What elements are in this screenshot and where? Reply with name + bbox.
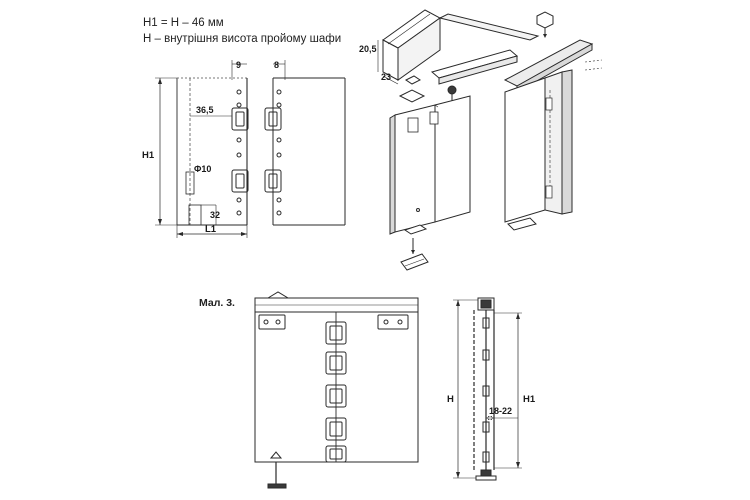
dim-h1-left: H1 — [142, 150, 155, 161]
dim-h1-side: H1 — [523, 394, 536, 405]
folding-door-isometric — [389, 95, 471, 271]
side-section-drawing — [453, 297, 522, 481]
dim-23: 23 — [381, 72, 391, 82]
front-elevation-drawing — [254, 291, 419, 489]
dim-36-5: 36,5 — [196, 105, 214, 115]
dim-32: 32 — [210, 210, 220, 220]
height-definition-note: H – внутрішня висота пройому шафи — [143, 33, 342, 45]
folded-door-assembled — [503, 39, 603, 231]
dim-phi10: Φ10 — [194, 164, 211, 174]
figure-label: Мал. 3. — [199, 297, 235, 309]
dim-l1: L1 — [205, 224, 217, 235]
formula-note: H1 = H – 46 мм — [143, 17, 224, 29]
dim-20-5: 20,5 — [359, 44, 377, 54]
panel-hinge-drawing — [155, 60, 346, 238]
dim-h-side: H — [447, 394, 454, 405]
track-rail — [430, 13, 540, 85]
ceiling-bracket — [536, 11, 554, 38]
dim-8: 8 — [274, 60, 279, 70]
dim-9: 9 — [236, 60, 241, 70]
top-pivot-hardware — [398, 75, 457, 104]
dim-18-22: 18-22 — [489, 406, 512, 416]
rail-profile-drawing — [377, 9, 441, 85]
